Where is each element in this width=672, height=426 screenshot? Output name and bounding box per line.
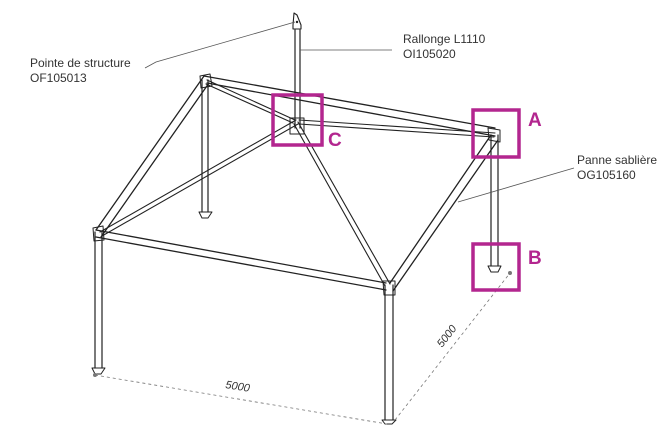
dimension-lines (94, 272, 511, 425)
side-dimension-label: 5000 (435, 322, 460, 349)
foot-plate-front-left (91, 367, 106, 375)
label-pointe-ref: OF105013 (30, 71, 87, 85)
front-dimension-label: 5000 (225, 379, 252, 395)
front-left-leg (94, 231, 103, 369)
rafters (99, 79, 496, 287)
label-rallonge-ref: OI105020 (403, 47, 456, 61)
label-panne-name: Panne sablière (577, 153, 657, 167)
marker-a: A (528, 110, 542, 131)
front-dimension-line (94, 374, 388, 425)
back-right-leg (490, 134, 499, 267)
leader-pointe (144, 21, 296, 69)
corner-connector-back-left (199, 73, 213, 89)
dimension-end-dots (93, 271, 512, 377)
corner-connector-front-left (92, 225, 105, 242)
eave-left (95, 75, 210, 238)
highlight-box-b (471, 242, 521, 292)
highlight-box-a (471, 108, 521, 159)
apex-connector (289, 117, 305, 135)
eave-front (95, 229, 387, 291)
leader-lines (144, 21, 575, 203)
marker-b: B (528, 248, 542, 269)
foot-plate-front-right (381, 419, 397, 425)
rallonge-mast (294, 29, 301, 129)
back-left-leg (201, 79, 209, 213)
front-right-leg (384, 284, 394, 421)
label-pointe-name: Pointe de structure (30, 56, 131, 70)
eave-back (203, 75, 496, 137)
finial-hole (295, 20, 299, 24)
highlight-boxes (271, 93, 521, 292)
corner-connector-front-right (382, 280, 396, 296)
label-rallonge-name: Rallonge L1110 (403, 32, 486, 46)
label-panne-ref: OG105160 (577, 168, 636, 182)
foot-plate-back-left (198, 211, 213, 219)
leader-panne (457, 167, 575, 203)
foot-plate-back-right (487, 265, 502, 273)
side-dimension-line (394, 272, 511, 421)
highlight-box-c (271, 93, 324, 147)
corner-connector-back-right (487, 127, 501, 143)
marker-c: C (328, 130, 342, 151)
eave-right (389, 134, 499, 292)
